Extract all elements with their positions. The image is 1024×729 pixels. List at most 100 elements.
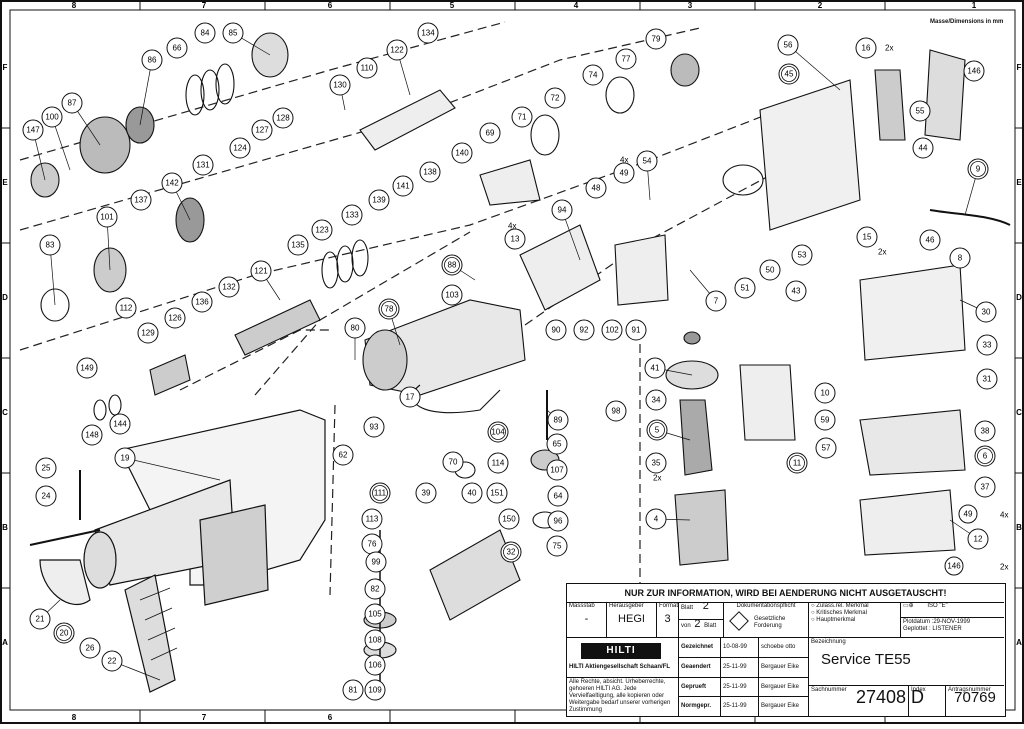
callout-circle xyxy=(734,277,756,299)
callout-51: 51 xyxy=(734,277,756,299)
callout-102: 102 xyxy=(601,319,623,341)
callout-circle xyxy=(487,421,509,443)
leader-line xyxy=(124,457,221,481)
callout-140: 140 xyxy=(451,142,473,164)
callout-number: 74 xyxy=(589,71,598,80)
callout-34: 34 xyxy=(645,389,667,411)
callout-39: 39 xyxy=(415,482,437,504)
title-block-header: NUR ZUR INFORMATION, WIRD BEI AENDERUNG … xyxy=(567,584,1004,603)
quantity-note: 2x xyxy=(1000,563,1008,572)
callout-circle xyxy=(545,319,567,341)
callout-130: 130 xyxy=(329,74,351,111)
callout-number: 122 xyxy=(390,46,404,55)
callout-number: 112 xyxy=(120,304,133,313)
callout-circle xyxy=(130,189,152,211)
callout-circle xyxy=(479,122,501,144)
callout-number: 69 xyxy=(486,129,495,138)
circle-icon: ○ xyxy=(811,610,815,616)
callout-circle xyxy=(958,504,978,524)
side-row-label: B xyxy=(2,523,8,532)
callout-inner-ring xyxy=(372,485,388,501)
callout-circle xyxy=(361,508,383,530)
callout-32: 32 xyxy=(500,541,522,563)
logo-cell: HILTI HILTI Aktiengesellschaft Schaan/FL xyxy=(567,638,679,678)
callout-146-bottom: 146 xyxy=(944,556,964,576)
callout-circle xyxy=(974,476,996,498)
callout-number: 26 xyxy=(86,644,95,653)
legend-3: Hauptmerkmal xyxy=(816,617,856,623)
callout-number: 40 xyxy=(468,489,477,498)
sign-date: 25-11-99 xyxy=(721,677,759,698)
massstab-cell: Massstab - xyxy=(567,602,607,638)
von-label: von xyxy=(681,623,691,629)
callout-number: 75 xyxy=(553,542,562,551)
callout-64: 64 xyxy=(547,485,569,507)
callout-circle xyxy=(109,413,131,435)
legend-2: Kritisches Merkmal xyxy=(816,610,867,616)
sachnummer-label: Sachnummer xyxy=(811,687,847,693)
callout-number: 25 xyxy=(42,464,51,473)
callout-50: 50 xyxy=(759,259,781,281)
callout-77: 77 xyxy=(615,48,637,70)
callout-number: 78 xyxy=(385,305,394,314)
bottom-col-label: 6 xyxy=(328,713,333,722)
callout-number: 33 xyxy=(983,341,992,350)
callout-number: 149 xyxy=(80,364,94,373)
callout-82: 82 xyxy=(364,578,386,600)
callout-number: 54 xyxy=(643,157,652,166)
callout-circle xyxy=(511,106,533,128)
callout-148: 148 xyxy=(81,424,103,446)
leader-line xyxy=(139,59,153,126)
callout-number: 65 xyxy=(553,440,562,449)
callout-circle xyxy=(441,284,463,306)
callout-number: 32 xyxy=(507,548,516,557)
sign-label: Geaendert xyxy=(679,657,721,678)
callout-circle xyxy=(504,228,526,250)
callout-25: 25 xyxy=(35,457,57,479)
callout-88: 88 xyxy=(441,254,476,281)
sign-label: Gezeichnet xyxy=(679,638,721,658)
callout-circle xyxy=(909,100,931,122)
callout-circle xyxy=(35,485,57,507)
callout-circle xyxy=(778,63,800,85)
callout-number: 81 xyxy=(349,686,358,695)
callout-circle xyxy=(194,22,216,44)
callout-53: 53 xyxy=(791,244,813,266)
callout-number: 84 xyxy=(201,29,210,38)
callout-number: 100 xyxy=(45,113,59,122)
quantity-note: 4x xyxy=(508,222,516,231)
bezeichnung-label: Bezeichnung xyxy=(811,639,846,645)
callout-44: 44 xyxy=(912,137,934,159)
callout-number: 109 xyxy=(368,686,382,695)
von-value: 2 xyxy=(694,620,701,630)
callout-circle xyxy=(101,650,123,672)
callout-87: 87 xyxy=(61,92,101,146)
callout-139: 139 xyxy=(368,189,390,211)
callout-45: 45 xyxy=(778,63,800,85)
callout-number: 146 xyxy=(947,562,961,571)
callout-number: 140 xyxy=(455,149,469,158)
callout-17: 17 xyxy=(399,386,421,408)
callout-number: 51 xyxy=(741,284,750,293)
sign-name: Bergauer Eike xyxy=(759,677,809,698)
callout-inner-ring xyxy=(781,66,797,82)
callout-circle xyxy=(41,106,63,128)
format-cell: Format 3 xyxy=(657,602,679,638)
callout-84: 84 xyxy=(194,22,216,44)
callout-106: 106 xyxy=(364,654,386,676)
plot-cell: Plotdatum :29-NOV-1999 Geplottet : LISTE… xyxy=(901,618,1004,638)
callout-number: 111 xyxy=(374,489,387,498)
rights-cell: Alle Rechte, absicht. Urheberrechte, geh… xyxy=(567,678,679,717)
callout-circle xyxy=(451,142,473,164)
callout-circle xyxy=(250,260,272,282)
callout-number: 85 xyxy=(229,29,238,38)
callout-55: 55 xyxy=(909,100,931,122)
callout-number: 4 xyxy=(654,515,659,524)
callout-circle xyxy=(79,637,101,659)
side-row-label-right: B xyxy=(1016,523,1022,532)
callout-circle xyxy=(22,119,44,141)
callout-91: 91 xyxy=(625,319,647,341)
herausgeber-value: HEGI xyxy=(618,613,645,625)
callout-4: 4 xyxy=(645,508,691,530)
sachnummer-cell: Sachnummer 27408 xyxy=(809,686,909,717)
